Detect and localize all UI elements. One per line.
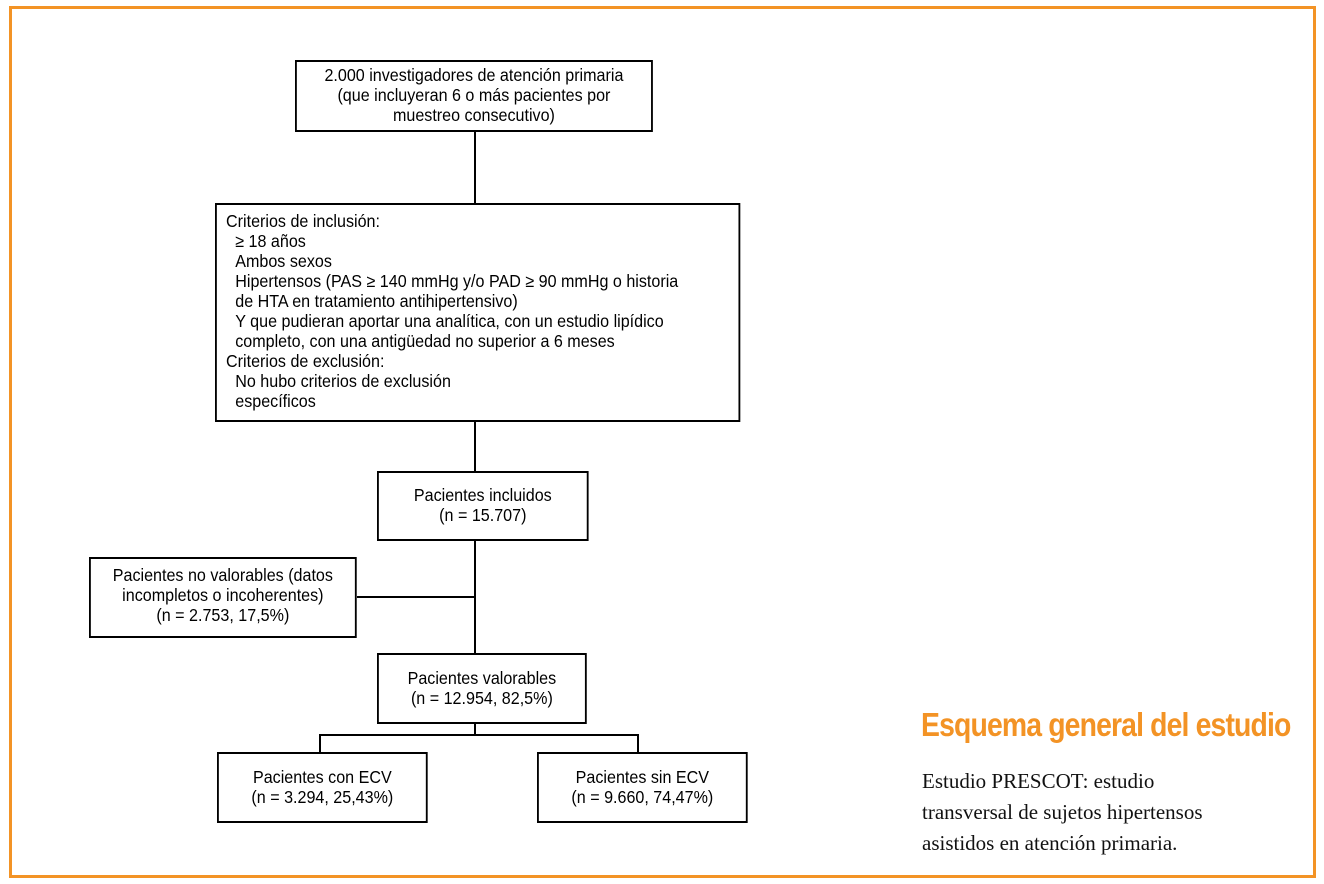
connector-split-horizontal — [319, 734, 639, 736]
with-cvd-count: (n = 3.294, 25,43%) — [251, 787, 394, 807]
not-evaluable-count: (n = 2.753, 17,5%) — [156, 605, 290, 625]
connector-investigators-criteria — [474, 130, 476, 204]
figure-title: Esquema general del estudio — [921, 706, 1291, 743]
connector-evaluable-split — [474, 722, 476, 736]
not-evaluable-line: incompletos o incoherentes) — [122, 585, 324, 605]
without-cvd-label: Pacientes sin ECV — [575, 767, 710, 787]
inclusion-heading: Criterios de inclusión: — [226, 211, 380, 231]
exclusion-item: No hubo criterios de exclusión — [235, 371, 451, 391]
inclusion-item: de HTA en tratamiento antihipertensivo) — [235, 291, 518, 311]
criteria-box: Criterios de inclusión: ≥ 18 años Ambos … — [215, 203, 741, 422]
connector-criteria-included — [474, 420, 476, 472]
evaluable-count: (n = 12.954, 82,5%) — [410, 688, 553, 708]
exclusion-item: específicos — [235, 391, 316, 411]
connector-to-with-cvd — [319, 734, 321, 754]
investigators-line: 2.000 investigadores de atención primari… — [324, 65, 624, 85]
evaluable-label: Pacientes valorables — [407, 668, 557, 688]
not-evaluable-line: Pacientes no valorables (datos — [112, 565, 333, 585]
inclusion-item: Y que pudieran aportar una analítica, co… — [235, 311, 664, 331]
exclusion-heading: Criterios de exclusión: — [226, 351, 385, 371]
with-cvd-label: Pacientes con ECV — [252, 767, 392, 787]
caption-line: Estudio PRESCOT: estudio — [922, 769, 1155, 793]
inclusion-item: completo, con una antigüedad no superior… — [235, 331, 615, 351]
inclusion-item: Ambos sexos — [235, 251, 332, 271]
investigators-box: 2.000 investigadores de atención primari… — [295, 60, 653, 132]
caption-line: transversal de sujetos hipertensos — [922, 800, 1203, 824]
investigators-line: (que incluyeran 6 o más pacientes por — [337, 85, 611, 105]
caption-line: asistidos en atención primaria. — [922, 831, 1178, 855]
connector-branch-not-evaluable — [357, 596, 475, 598]
evaluable-patients-box: Pacientes valorables (n = 12.954, 82,5%) — [377, 653, 587, 724]
included-label: Pacientes incluidos — [413, 485, 552, 505]
inclusion-item: Hipertensos (PAS ≥ 140 mmHg y/o PAD ≥ 90… — [235, 271, 679, 291]
connector-to-without-cvd — [637, 734, 639, 754]
included-patients-box: Pacientes incluidos (n = 15.707) — [377, 471, 589, 541]
investigators-line: muestreo consecutivo) — [392, 105, 555, 125]
with-cvd-box: Pacientes con ECV (n = 3.294, 25,43%) — [217, 752, 428, 823]
connector-included-evaluable — [474, 539, 476, 655]
figure-frame — [9, 6, 1316, 878]
included-count: (n = 15.707) — [439, 505, 527, 525]
figure-caption: Estudio PRESCOT: estudio transversal de … — [922, 766, 1302, 859]
without-cvd-box: Pacientes sin ECV (n = 9.660, 74,47%) — [537, 752, 748, 823]
not-evaluable-box: Pacientes no valorables (datos incomplet… — [89, 557, 357, 638]
without-cvd-count: (n = 9.660, 74,47%) — [571, 787, 714, 807]
inclusion-item: ≥ 18 años — [235, 231, 306, 251]
